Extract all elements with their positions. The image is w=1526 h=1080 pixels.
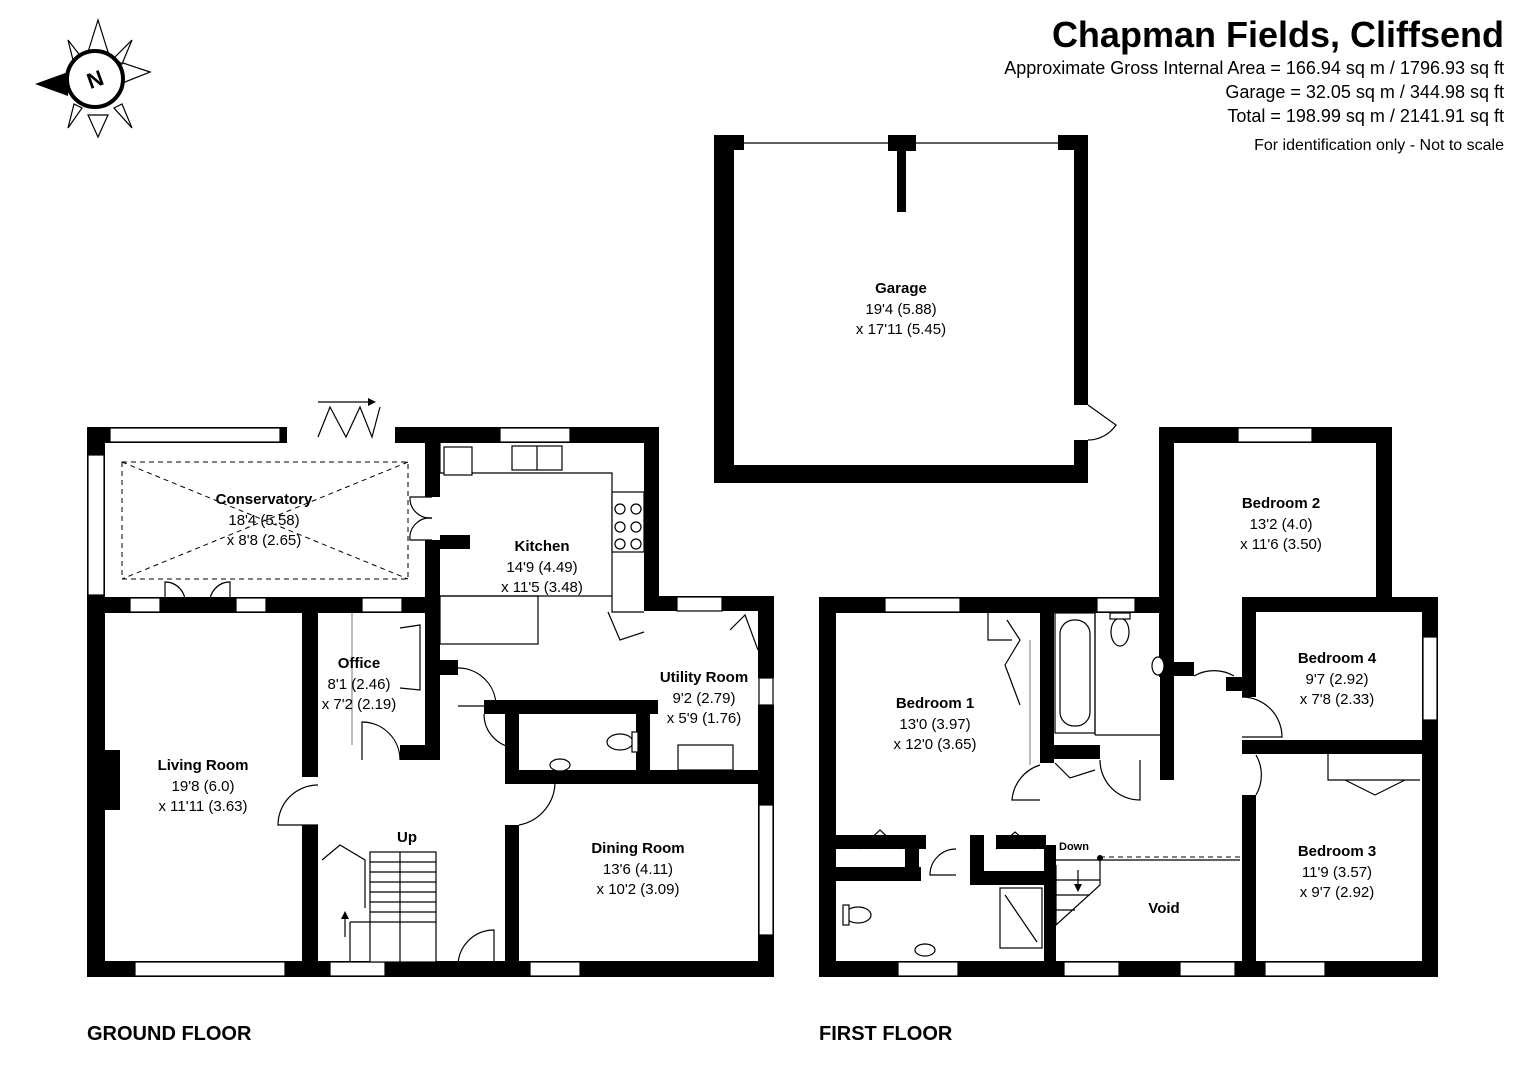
room-name: Living Room bbox=[158, 757, 249, 774]
room-dimension: x 10'2 (3.09) bbox=[597, 881, 680, 898]
room-dimension: x 7'2 (2.19) bbox=[322, 696, 397, 713]
room-bedroom3: Bedroom 3 11'9 (3.57) x 9'7 (2.92) bbox=[1298, 843, 1376, 901]
room-dimension: 19'8 (6.0) bbox=[172, 778, 235, 795]
ground-floor-windows bbox=[87, 427, 774, 977]
room-bedroom1: Bedroom 1 13'0 (3.97) x 12'0 (3.65) bbox=[894, 695, 977, 753]
room-name: Bedroom 4 bbox=[1298, 650, 1377, 667]
room-dimension: x 5'9 (1.76) bbox=[667, 710, 742, 727]
room-dimension: 9'7 (2.92) bbox=[1306, 671, 1369, 688]
room-dimension: 8'1 (2.46) bbox=[328, 676, 391, 693]
room-dimension: 13'2 (4.0) bbox=[1250, 516, 1313, 533]
gross-area-line: Approximate Gross Internal Area = 166.94… bbox=[1004, 58, 1504, 78]
room-dining: Dining Room 13'6 (4.11) x 10'2 (3.09) bbox=[591, 840, 684, 898]
room-dimension: x 7'8 (2.33) bbox=[1300, 691, 1375, 708]
total-area-line: Total = 198.99 sq m / 2141.91 sq ft bbox=[1227, 106, 1504, 126]
room-dimension: x 17'11 (5.45) bbox=[856, 321, 946, 338]
compass-north-icon: N bbox=[35, 17, 152, 139]
first-floor-label: FIRST FLOOR bbox=[819, 1023, 953, 1045]
room-name: Utility Room bbox=[660, 669, 748, 686]
room-dimension: 11'9 (3.57) bbox=[1302, 864, 1372, 881]
room-name: Bedroom 2 bbox=[1242, 495, 1320, 512]
room-bedroom4: Bedroom 4 9'7 (2.92) x 7'8 (2.33) bbox=[1298, 650, 1377, 708]
room-living: Living Room 19'8 (6.0) x 11'11 (3.63) bbox=[158, 757, 249, 815]
room-dimension: x 12'0 (3.65) bbox=[894, 736, 977, 753]
room-kitchen: Kitchen 14'9 (4.49) x 11'5 (3.48) bbox=[501, 538, 583, 596]
room-dimension: 13'6 (4.11) bbox=[603, 861, 673, 878]
room-name: Garage bbox=[875, 280, 927, 297]
first-floor-fixtures bbox=[842, 612, 1420, 957]
room-dimension: x 9'7 (2.92) bbox=[1300, 884, 1375, 901]
room-office: Office 8'1 (2.46) x 7'2 (2.19) bbox=[322, 655, 397, 713]
room-dimension: x 8'8 (2.65) bbox=[227, 532, 302, 549]
room-name: Office bbox=[338, 655, 381, 672]
room-garage: Garage 19'4 (5.88) x 17'11 (5.45) bbox=[856, 280, 946, 338]
stairs-up-label: Up bbox=[397, 829, 417, 846]
room-dimension: 19'4 (5.88) bbox=[865, 301, 936, 318]
ground-floor-fixtures bbox=[121, 398, 759, 966]
room-dimension: 18'4 (5.58) bbox=[228, 512, 299, 529]
room-dimension: x 11'5 (3.48) bbox=[501, 579, 583, 596]
room-conservatory: Conservatory 18'4 (5.58) x 8'8 (2.65) bbox=[216, 491, 313, 549]
room-name: Bedroom 1 bbox=[896, 695, 974, 712]
stairs-down-label: Down bbox=[1059, 841, 1089, 853]
room-dimension: 9'2 (2.79) bbox=[673, 690, 736, 707]
property-title: Chapman Fields, Cliffsend bbox=[1051, 14, 1504, 55]
room-name: Kitchen bbox=[514, 538, 569, 555]
garage-area-line: Garage = 32.05 sq m / 344.98 sq ft bbox=[1225, 82, 1504, 102]
room-utility: Utility Room 9'2 (2.79) x 5'9 (1.76) bbox=[660, 669, 748, 727]
scale-note: For identification only - Not to scale bbox=[1254, 137, 1504, 154]
room-name: Dining Room bbox=[591, 840, 684, 857]
void-label: Void bbox=[1148, 900, 1179, 917]
room-dimension: x 11'11 (3.63) bbox=[158, 798, 247, 815]
room-name: Bedroom 3 bbox=[1298, 843, 1376, 860]
room-bedroom2: Bedroom 2 13'2 (4.0) x 11'6 (3.50) bbox=[1240, 495, 1322, 553]
first-floor-windows bbox=[884, 427, 1438, 977]
room-dimension: 13'0 (3.97) bbox=[899, 716, 970, 733]
ground-floor-label: GROUND FLOOR bbox=[87, 1023, 252, 1045]
room-dimension: 14'9 (4.49) bbox=[506, 559, 577, 576]
room-dimension: x 11'6 (3.50) bbox=[1240, 536, 1322, 553]
room-name: Conservatory bbox=[216, 491, 313, 508]
garage-walls bbox=[714, 135, 1117, 483]
